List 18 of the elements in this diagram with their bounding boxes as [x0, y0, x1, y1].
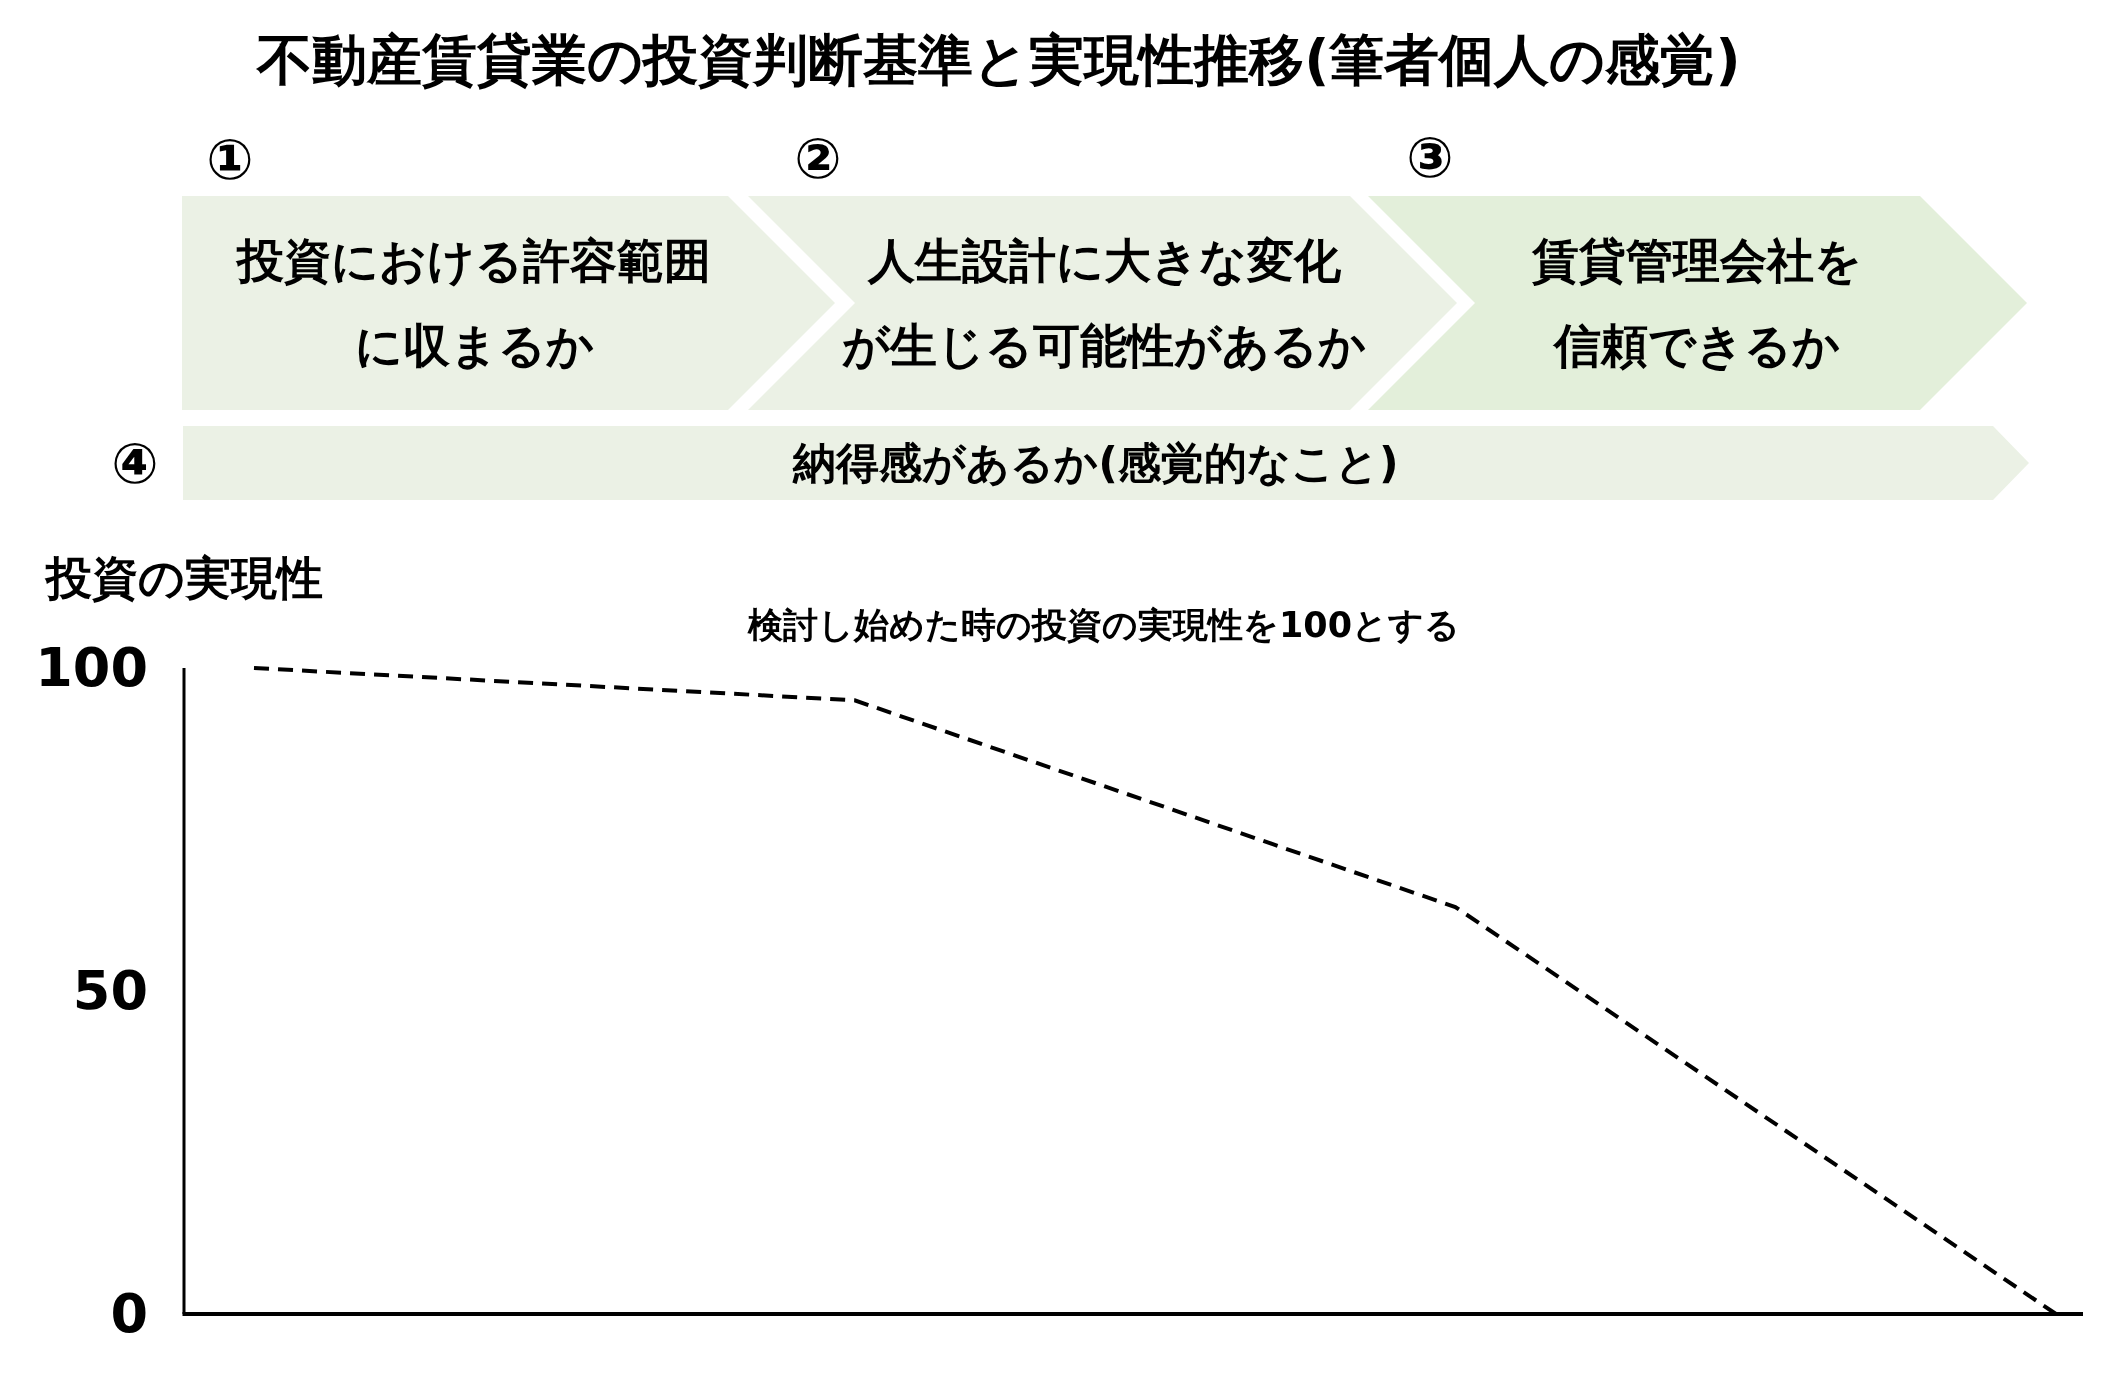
axis-title: 投資の実現性 [46, 551, 323, 605]
arrow-band [183, 426, 2029, 500]
axis-tick-label: 50 [72, 964, 148, 1018]
step-text: 賃貸管理会社を信頼できるか [1532, 232, 1862, 375]
chevron-step [748, 196, 1457, 410]
circled-number: ④ [111, 436, 159, 492]
chart-annotation: 検討し始めた時の投資の実現性を100とする [747, 604, 1461, 646]
step-text: 納得感があるか(感覚的なこと) [793, 437, 1399, 490]
circled-number: ③ [1406, 130, 1454, 186]
diagram-title: 不動産賃貸業の投資判断基準と実現性推移(筆者個人の感覚) [257, 29, 1741, 93]
step-text: 投資における許容範囲に収まるか [237, 232, 711, 375]
axis-tick-label: 100 [35, 641, 148, 695]
chevron-step [1368, 196, 2027, 410]
chevron-step [182, 196, 835, 410]
circled-number: ① [206, 132, 254, 188]
step-text: 人生設計に大きな変化が生じる可能性があるか [842, 232, 1366, 375]
circled-number: ② [794, 131, 842, 187]
axis-tick-label: 0 [110, 1287, 148, 1341]
